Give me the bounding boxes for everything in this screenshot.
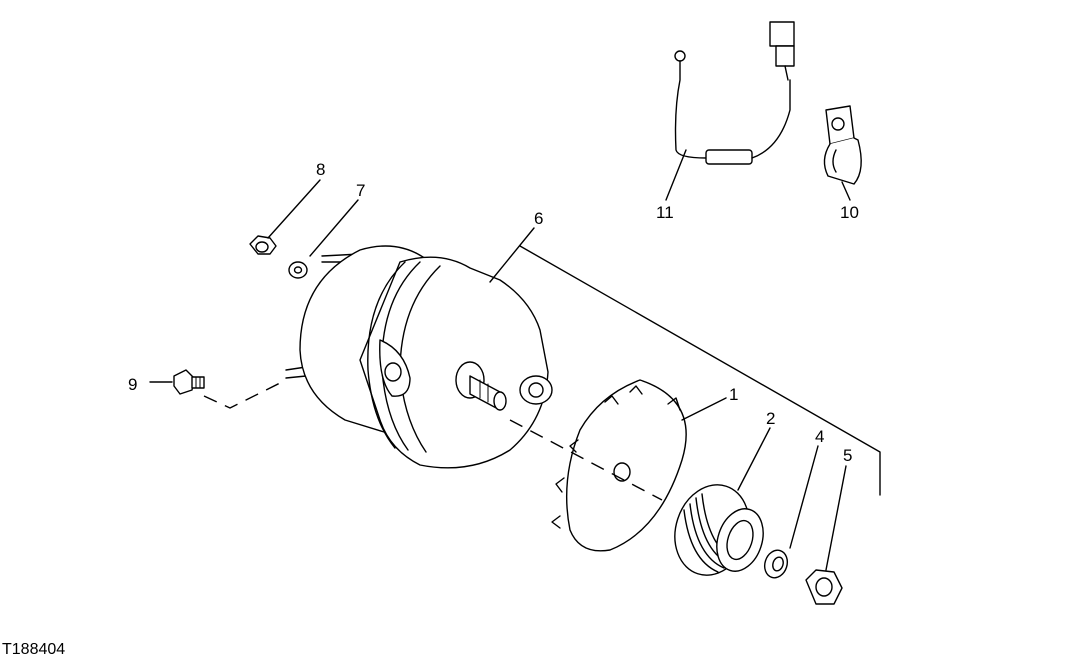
assembly-bracket-line [519, 245, 881, 496]
callout-6: 6 [534, 209, 543, 228]
washer-part-4 [763, 549, 789, 579]
callout-1: 1 [729, 385, 738, 404]
nut-part-5 [805, 569, 843, 605]
callout-10: 10 [840, 203, 859, 222]
callout-8: 8 [316, 160, 325, 179]
callout-11: 11 [656, 203, 674, 222]
wiring-harness-part-11 [674, 21, 795, 165]
alternator-part-6 [285, 245, 553, 469]
callout-9: 9 [128, 375, 137, 394]
figure-id: T188404 [2, 641, 65, 657]
bolt-centerline [203, 379, 287, 409]
cap-screw-part-9 [173, 369, 205, 395]
fan-part-1 [551, 379, 687, 552]
flange-nut-part-8 [249, 235, 277, 255]
callout-4: 4 [815, 427, 824, 446]
pulley-part-2 [674, 484, 764, 576]
leader-lines [149, 149, 851, 571]
clamp-part-10 [823, 105, 862, 185]
callout-2: 2 [766, 409, 775, 428]
washer-part-7 [288, 261, 308, 279]
callout-5: 5 [843, 446, 852, 465]
callout-7: 7 [356, 181, 365, 200]
shaft-centerline [509, 419, 663, 501]
